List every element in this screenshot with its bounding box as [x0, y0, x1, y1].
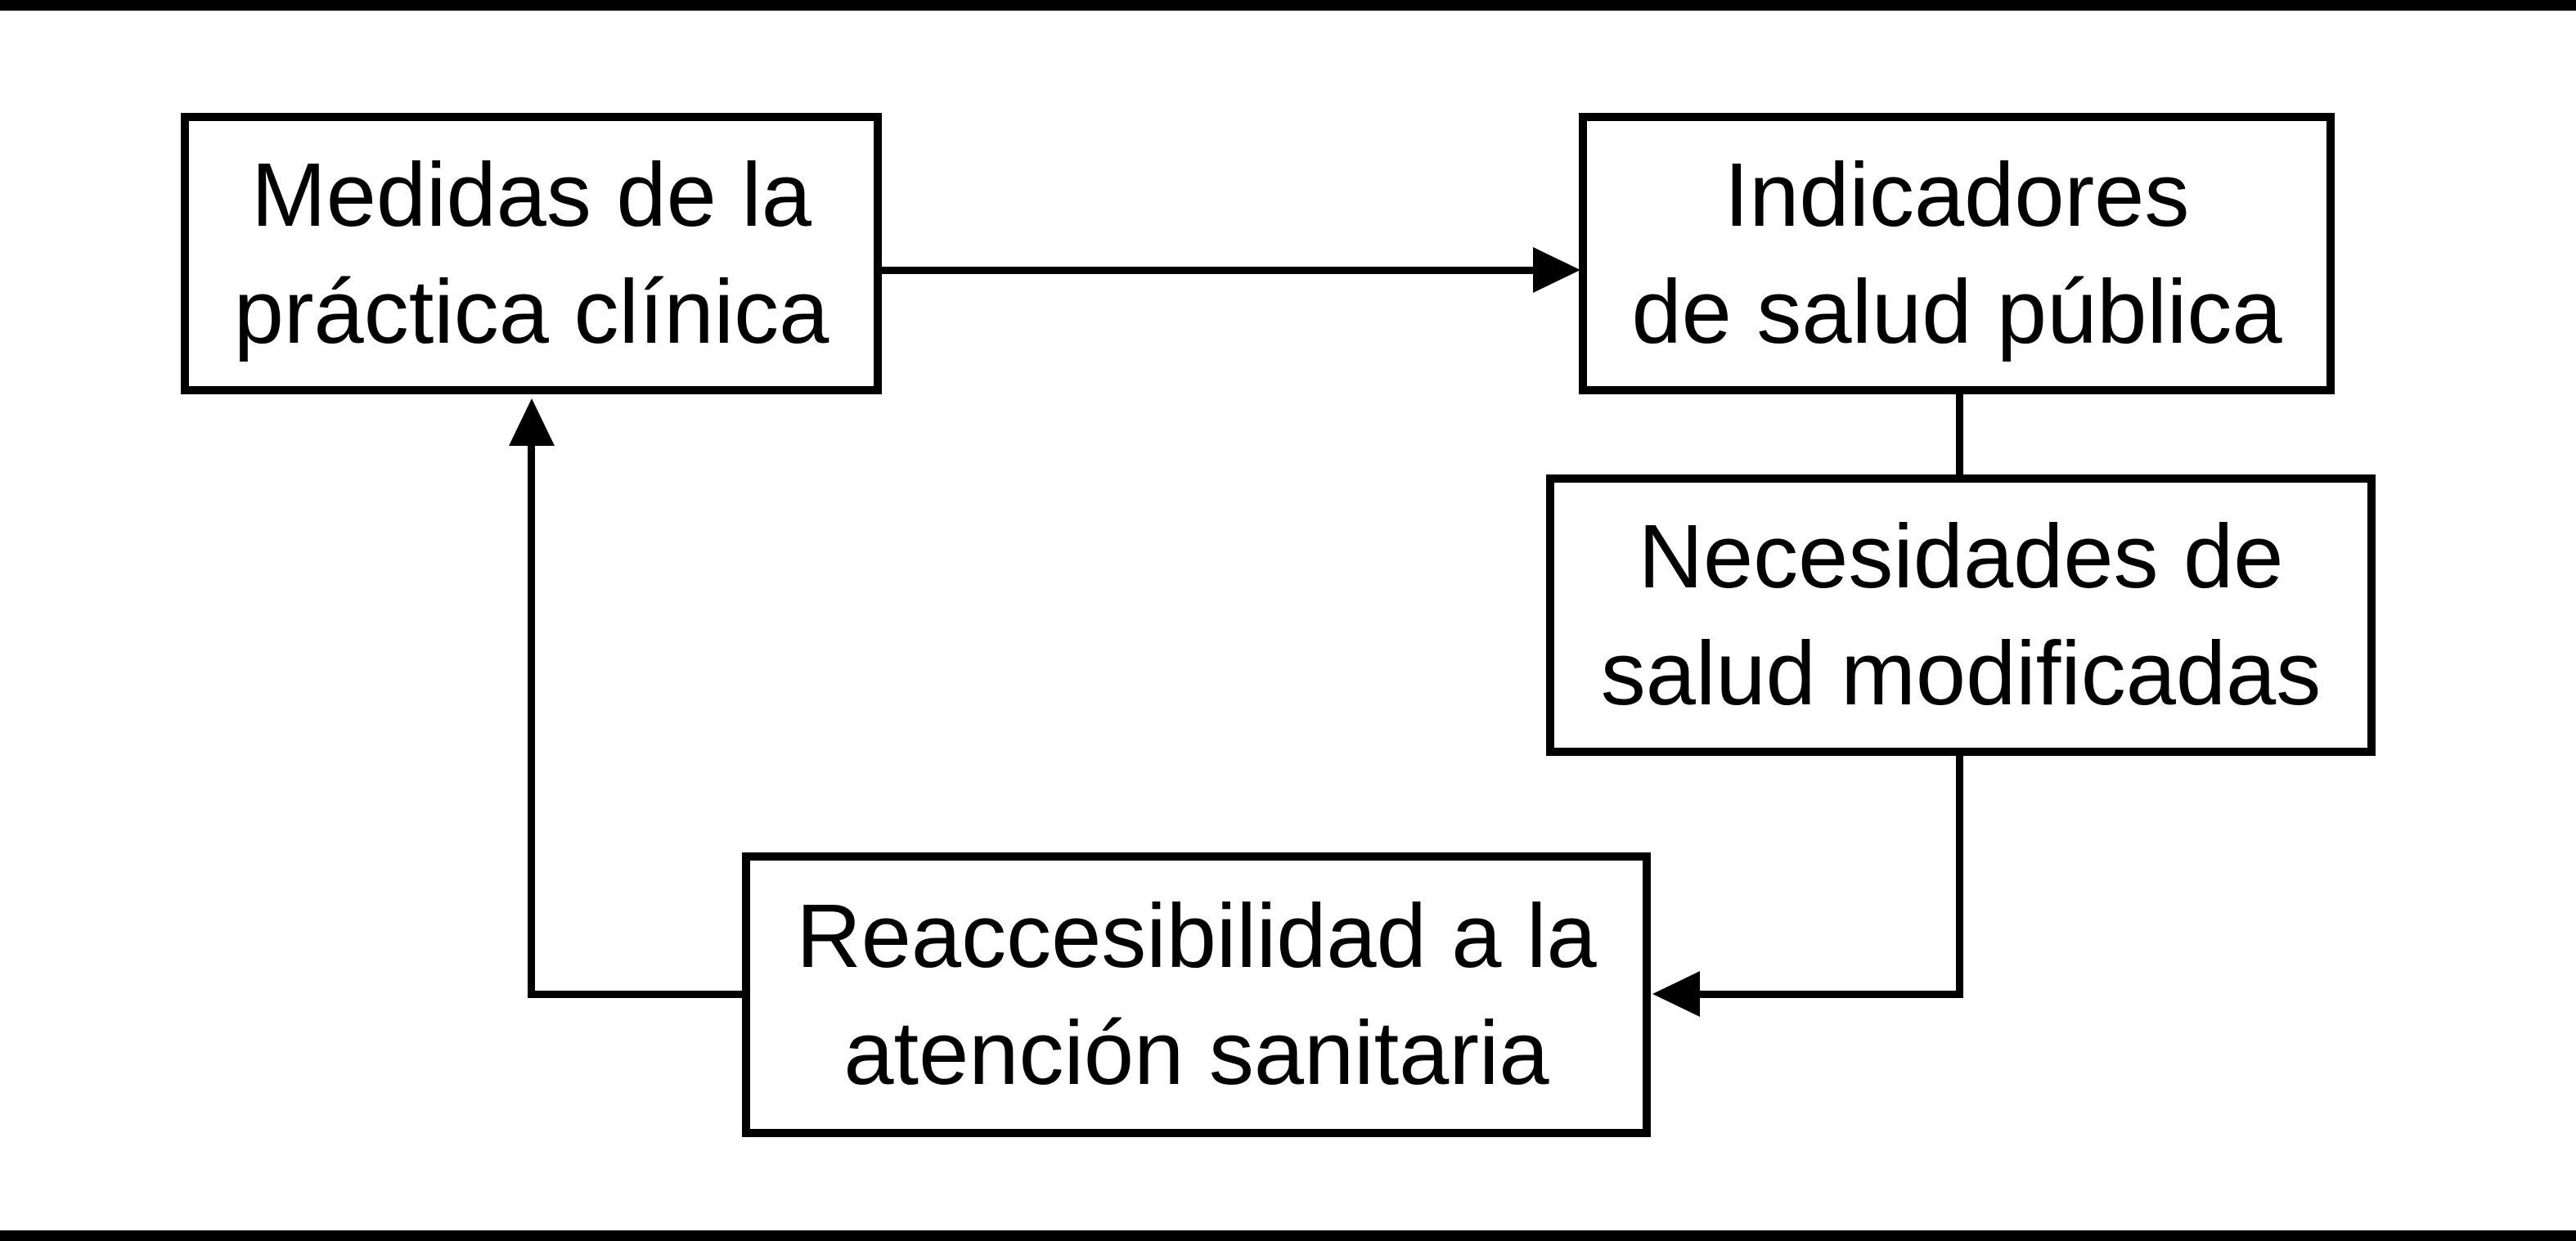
- node-label-line: Reaccesibilidad a la: [796, 886, 1597, 987]
- node-label-line: Medidas de la: [251, 145, 811, 245]
- node-label-line: Indicadores: [1724, 145, 2190, 245]
- edge-reaccesibilidad-to-medidas-arrowhead: [509, 398, 555, 446]
- edge-reaccesibilidad-to-medidas-vline: [528, 444, 535, 998]
- node-necesidades-salud-modificadas: Necesidades de salud modificadas: [1546, 474, 2376, 756]
- edge-medidas-to-indicadores-arrowhead: [1533, 247, 1580, 293]
- edge-necesidades-to-reaccesibilidad-hline: [1700, 991, 1963, 998]
- node-label-line: Necesidades de: [1638, 506, 2284, 607]
- node-indicadores-salud-publica: Indicadores de salud pública: [1579, 113, 2335, 394]
- node-reaccesibilidad-atencion-sanitaria: Reaccesibilidad a la atención sanitaria: [742, 852, 1651, 1137]
- edge-necesidades-to-reaccesibilidad-vline: [1956, 756, 1963, 998]
- node-label-line: atención sanitaria: [843, 1003, 1549, 1104]
- edge-medidas-to-indicadores-line: [882, 267, 1536, 274]
- edge-necesidades-to-reaccesibilidad-arrowhead: [1652, 971, 1700, 1017]
- node-medidas-practica-clinica: Medidas de la práctica clínica: [181, 113, 882, 394]
- frame-top-border: [0, 0, 2576, 11]
- edge-indicadores-to-necesidades-line: [1956, 394, 1963, 474]
- node-label-line: salud modificadas: [1600, 623, 2322, 724]
- edge-reaccesibilidad-to-medidas-hline: [532, 991, 742, 998]
- node-label-line: de salud pública: [1631, 262, 2282, 362]
- frame-bottom-border: [0, 1230, 2576, 1241]
- node-label-line: práctica clínica: [233, 262, 829, 362]
